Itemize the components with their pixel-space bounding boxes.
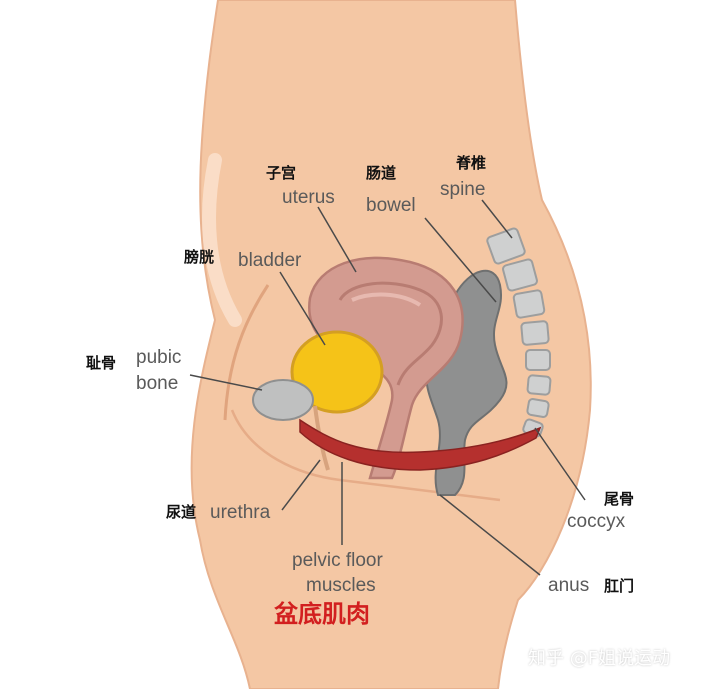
coccyx-label-en: coccyx <box>567 511 626 532</box>
leader-lines <box>189 199 586 576</box>
pubic-bone-label-en-1: pubic <box>136 347 182 368</box>
bladder-label-zh: 膀胱 <box>184 248 215 266</box>
watermark: 知乎 @F姐说运动 <box>528 648 671 669</box>
spine-vertebrae <box>486 227 552 438</box>
bladder-shape <box>290 330 384 414</box>
uterus-label-en: uterus <box>282 187 335 208</box>
spine-label-en: spine <box>440 179 486 200</box>
pubic-bone-shape <box>252 379 314 421</box>
pubic-bone-label-zh: 耻骨 <box>86 354 117 372</box>
uterus-inner-2 <box>351 292 422 307</box>
urethra-label-zh: 尿道 <box>166 503 197 521</box>
pelvic-floor-muscle <box>299 418 542 471</box>
bowel-label-zh: 肠道 <box>366 164 397 182</box>
bladder-label-en: bladder <box>238 250 302 271</box>
thigh-line <box>223 284 270 421</box>
uterus-inner <box>338 281 443 386</box>
pelvic-floor-label-2: muscles <box>306 575 376 596</box>
diagram-title: 盆底肌肉 <box>274 600 370 628</box>
pelvic-floor-label-1: pelvic floor <box>292 550 383 571</box>
spine-label-zh: 脊椎 <box>456 154 487 172</box>
anus-label-en: anus <box>548 575 590 596</box>
bowel-label-en: bowel <box>366 195 416 216</box>
uterus-label-zh: 子宫 <box>266 164 297 182</box>
urethra-label-en: urethra <box>210 502 271 523</box>
hip-contour <box>202 153 242 327</box>
coccyx-label-zh: 尾骨 <box>604 490 635 508</box>
perineum-curve <box>230 409 501 502</box>
pubic-bone-label-en-2: bone <box>136 373 179 394</box>
anus-label-zh: 肛门 <box>604 577 635 595</box>
